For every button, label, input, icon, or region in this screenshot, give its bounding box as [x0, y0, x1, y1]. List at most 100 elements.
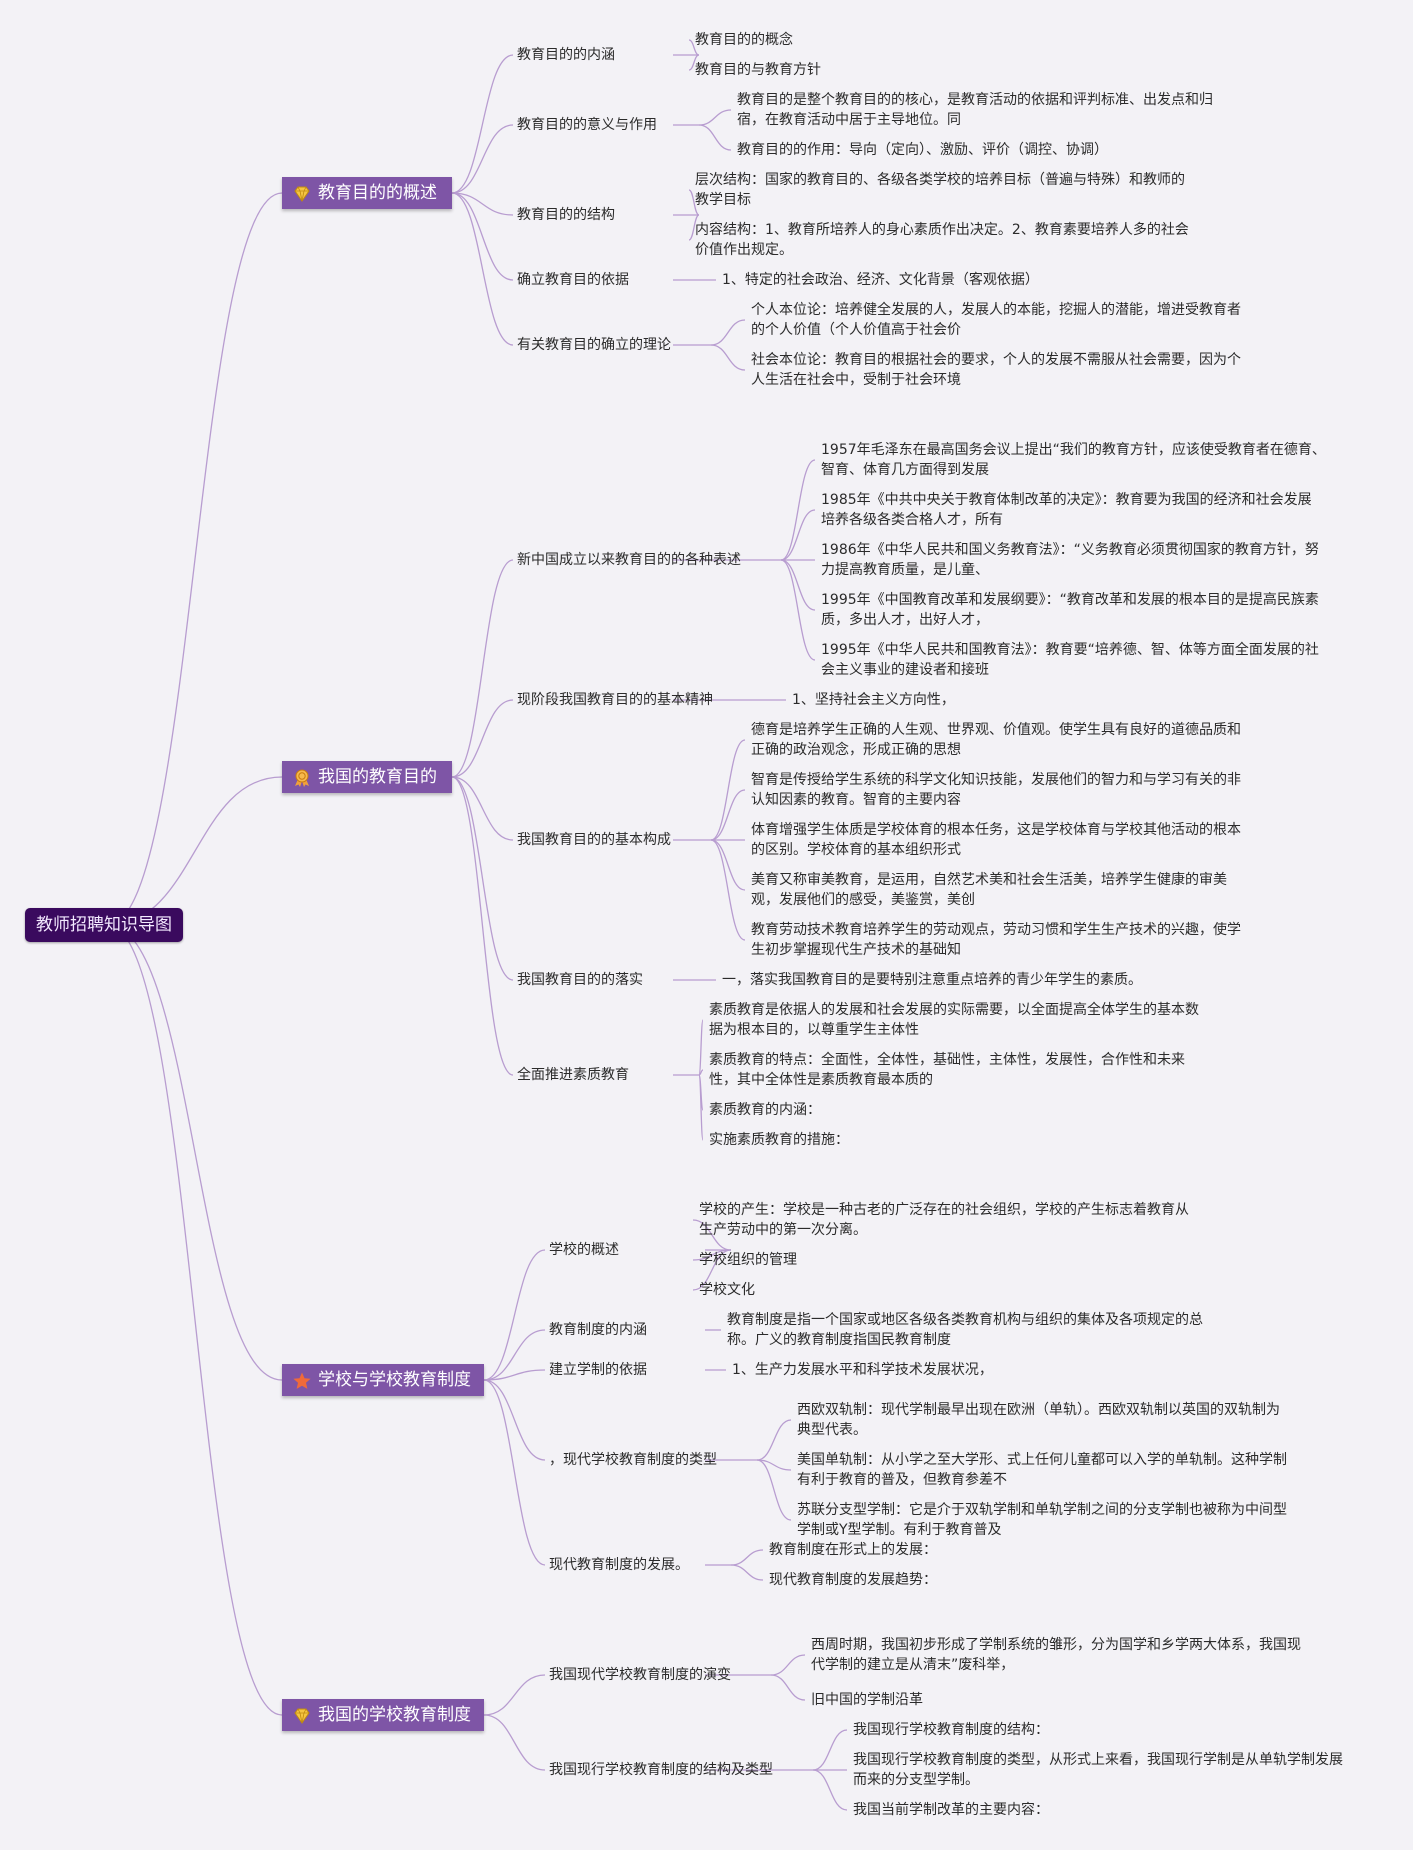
- subtopic[interactable]: 有关教育目的确立的理论: [517, 337, 671, 353]
- leaf-node[interactable]: 1986年《中华人民共和国义务教育法》：“义务教育必须贯彻国家的教育方针，努力提…: [821, 540, 1319, 580]
- connector-line: [698, 124, 732, 151]
- leaf-node[interactable]: 1、特定的社会政治、经济、文化背景（客观依据）: [722, 270, 1039, 290]
- subtopic[interactable]: 我国现行学校教育制度的结构及类型: [549, 1762, 773, 1778]
- leaf-line: 现代教育制度的发展趋势：: [769, 1572, 937, 1588]
- leaf-node[interactable]: 教育目的的概念: [695, 30, 793, 50]
- topic-2[interactable]: 我国的教育目的: [282, 761, 452, 793]
- leaf-node[interactable]: 旧中国的学制沿革: [811, 1690, 923, 1710]
- leaf-line: 1、特定的社会政治、经济、文化背景（客观依据）: [722, 272, 1039, 288]
- leaf-line: 社会本位论：教育目的根据社会的要求，个人的发展不需服从社会需要，因为个: [751, 352, 1241, 368]
- leaf-node[interactable]: 德育是培养学生正确的人生观、世界观、价值观。使学生具有良好的道德品质和正确的政治…: [751, 720, 1241, 760]
- leaf-node[interactable]: 1985年《中共中央关于教育体制改革的决定》：教育要为我国的经济和社会发展培养各…: [821, 490, 1312, 530]
- leaf-line: 生初步掌握现代生产技术的基础知: [751, 942, 961, 958]
- subtopic[interactable]: 教育制度的内涵: [549, 1322, 647, 1338]
- leaf-node[interactable]: 一，落实我国教育目的是要特别注意重点培养的青少年学生的素质。: [722, 970, 1142, 990]
- leaf-line: 教育目的的概念: [695, 32, 793, 48]
- leaf-node[interactable]: 素质教育是依据人的发展和社会发展的实际需要，以全面提高全体学生的基本数据为根本目…: [709, 1000, 1199, 1040]
- connector-line: [483, 1249, 546, 1381]
- subtopic[interactable]: 教育目的的内涵: [517, 47, 615, 63]
- medal-icon: [292, 767, 312, 787]
- leaf-node[interactable]: 层次结构：国家的教育目的、各级各类学校的培养目标（普遍与特殊）和教师的教学目标: [695, 170, 1185, 210]
- connector-line: [688, 189, 700, 216]
- connector-line: [483, 1329, 546, 1381]
- leaf-node[interactable]: 个人本位论：培养健全发展的人，发展人的本能，挖掘人的潜能，增进受教育者的个人价值…: [751, 300, 1241, 340]
- leaf-node[interactable]: 1957年毛泽东在最高国务会议上提出“我们的教育方针，应该使受教育者在德育、智育…: [821, 440, 1326, 480]
- leaf-line: 1、生产力发展水平和科学技术发展状况，: [732, 1362, 993, 1378]
- leaf-node[interactable]: 内容结构：1、教育所培养人的身心素质作出决定。2、教育素要培养人多的社会价值作出…: [695, 220, 1189, 260]
- leaf-line: 1、坚持社会主义方向性，: [792, 692, 955, 708]
- connector-line: [451, 776, 514, 841]
- leaf-node[interactable]: 智育是传授给学生系统的科学文化知识技能，发展他们的智力和与学习有关的非认知因素的…: [751, 770, 1241, 810]
- subtopic[interactable]: 我国教育目的的落实: [517, 972, 643, 988]
- leaf-line: 教育制度是指一个国家或地区各级各类教育机构与组织的集体及各项规定的总: [727, 1312, 1203, 1328]
- leaf-node[interactable]: 学校组织的管理: [699, 1250, 797, 1270]
- leaf-line: 学校的产生：学校是一种古老的广泛存在的社会组织，学校的产生标志着教育从: [699, 1202, 1189, 1218]
- leaf-node[interactable]: 实施素质教育的措施：: [709, 1130, 849, 1150]
- subtopic[interactable]: 教育目的的结构: [517, 207, 615, 223]
- leaf-line: 教育制度在形式上的发展：: [769, 1542, 937, 1558]
- connector-line: [107, 192, 283, 926]
- connector-line: [451, 124, 514, 194]
- subtopic[interactable]: 全面推进素质教育: [517, 1067, 629, 1083]
- leaf-line: 智育是传授给学生系统的科学文化知识技能，发展他们的智力和与学习有关的非: [751, 772, 1241, 788]
- subtopic[interactable]: 我国教育目的的基本构成: [517, 832, 671, 848]
- leaf-node[interactable]: 教育制度在形式上的发展：: [769, 1540, 937, 1560]
- leaf-line: 教育劳动技术教育培养学生的劳动观点，劳动习惯和学生生产技术的兴趣，使学: [751, 922, 1241, 938]
- connector-line: [710, 839, 746, 891]
- subtopic[interactable]: 我国现代学校教育制度的演变: [549, 1667, 731, 1683]
- subtopic[interactable]: 现阶段我国教育目的的基本精神: [517, 692, 713, 708]
- leaf-node[interactable]: 教育目的的作用：导向（定向）、激励、评价（调控、协调）: [737, 140, 1108, 160]
- leaf-line: 西欧双轨制：现代学制最早出现在欧洲（单轨）。西欧双轨制以英国的双轨制为: [797, 1402, 1280, 1418]
- leaf-node[interactable]: 素质教育的内涵：: [709, 1100, 821, 1120]
- subtopic[interactable]: 现代教育制度的发展。: [549, 1557, 689, 1573]
- leaf-node[interactable]: 教育目的是整个教育目的的核心，是教育活动的依据和评判标准、出发点和归宿，在教育活…: [737, 90, 1213, 130]
- leaf-node[interactable]: 学校文化: [699, 1280, 755, 1300]
- leaf-node[interactable]: 美国单轨制：从小学之至大学形、式上任何儿童都可以入学的单轨制。这种学制有利于教育…: [797, 1450, 1287, 1490]
- leaf-node[interactable]: 体育增强学生体质是学校体育的根本任务，这是学校体育与学校其他活动的根本的区别。学…: [751, 820, 1241, 860]
- connector-line: [710, 319, 746, 346]
- topic-title: 我国的学校教育制度: [318, 1705, 471, 1725]
- leaf-node[interactable]: 1995年《中华人民共和国教育法》：教育要“培养德、智、体等方面全面发展的社会主…: [821, 640, 1319, 680]
- connector-line: [780, 559, 816, 661]
- leaf-node[interactable]: 1、坚持社会主义方向性，: [792, 690, 955, 710]
- connector-line: [692, 1249, 732, 1291]
- leaf-node[interactable]: 美育又称审美教育，是运用，自然艺术美和社会生活美，培养学生健康的审美观，发展他们…: [751, 870, 1227, 910]
- leaf-node[interactable]: 现代教育制度的发展趋势：: [769, 1570, 937, 1590]
- topic-title: 教育目的的概述: [318, 183, 437, 203]
- leaf-node[interactable]: 1995年《中国教育改革和发展纲要》：“教育改革和发展的根本目的是提高民族素质，…: [821, 590, 1319, 630]
- subtopic[interactable]: 确立教育目的依据: [517, 272, 629, 288]
- connector-line: [710, 839, 746, 941]
- leaf-node[interactable]: 教育劳动技术教育培养学生的劳动观点，劳动习惯和学生生产技术的兴趣，使学生初步掌握…: [751, 920, 1241, 960]
- leaf-node[interactable]: 苏联分支型学制：它是介于双轨学制和单轨学制之间的分支学制也被称为中间型学制或Y型…: [797, 1500, 1287, 1540]
- leaf-node[interactable]: 西周时期，我国初步形成了学制系统的雏形，分为国学和乡学两大体系，我国现代学制的建…: [811, 1635, 1301, 1675]
- subtopic[interactable]: ，现代学校教育制度的类型: [549, 1452, 717, 1468]
- connector-line: [451, 192, 514, 216]
- leaf-line: 人生活在社会中，受制于社会环境: [751, 372, 961, 388]
- subtopic[interactable]: 建立学制的依据: [549, 1362, 647, 1378]
- subtopic[interactable]: 学校的概述: [549, 1242, 619, 1258]
- leaf-node[interactable]: 1、生产力发展水平和科学技术发展状况，: [732, 1360, 993, 1380]
- leaf-line: 旧中国的学制沿革: [811, 1692, 923, 1708]
- subtopic[interactable]: 教育目的的意义与作用: [517, 117, 657, 133]
- leaf-line: 1995年《中华人民共和国教育法》：教育要“培养德、智、体等方面全面发展的社: [821, 642, 1319, 658]
- leaf-node[interactable]: 西欧双轨制：现代学制最早出现在欧洲（单轨）。西欧双轨制以英国的双轨制为典型代表。: [797, 1400, 1280, 1440]
- connector-line: [451, 559, 514, 778]
- leaf-line: 1957年毛泽东在最高国务会议上提出“我们的教育方针，应该使受教育者在德育、: [821, 442, 1326, 458]
- leaf-node[interactable]: 教育目的与教育方针: [695, 60, 821, 80]
- leaf-node[interactable]: 我国现行学校教育制度的结构：: [853, 1720, 1049, 1740]
- connector-line: [483, 1369, 546, 1381]
- leaf-node[interactable]: 学校的产生：学校是一种古老的广泛存在的社会组织，学校的产生标志着教育从生产劳动中…: [699, 1200, 1189, 1240]
- leaf-line: 宿，在教育活动中居于主导地位。同: [737, 112, 961, 128]
- topic-4[interactable]: 我国的学校教育制度: [282, 1699, 484, 1731]
- topic-1[interactable]: 教育目的的概述: [282, 177, 452, 209]
- topic-3[interactable]: 学校与学校教育制度: [282, 1364, 484, 1396]
- leaf-line: 据为根本目的，以尊重学生主体性: [709, 1022, 919, 1038]
- leaf-node[interactable]: 我国现行学校教育制度的类型，从形式上来看，我国现行学制是从单轨学制发展而来的分支…: [853, 1750, 1343, 1790]
- root-topic[interactable]: 教师招聘知识导图: [25, 908, 183, 942]
- leaf-node[interactable]: 教育制度是指一个国家或地区各级各类教育机构与组织的集体及各项规定的总称。广义的教…: [727, 1310, 1203, 1350]
- topic-title: 我国的教育目的: [318, 767, 437, 787]
- leaf-node[interactable]: 我国当前学制改革的主要内容：: [853, 1800, 1049, 1820]
- leaf-node[interactable]: 社会本位论：教育目的根据社会的要求，个人的发展不需服从社会需要，因为个人生活在社…: [751, 350, 1241, 390]
- subtopic[interactable]: 新中国成立以来教育目的的各种表述: [517, 552, 741, 568]
- leaf-node[interactable]: 素质教育的特点：全面性，全体性，基础性，主体性，发展性，合作性和未来性，其中全体…: [709, 1050, 1185, 1090]
